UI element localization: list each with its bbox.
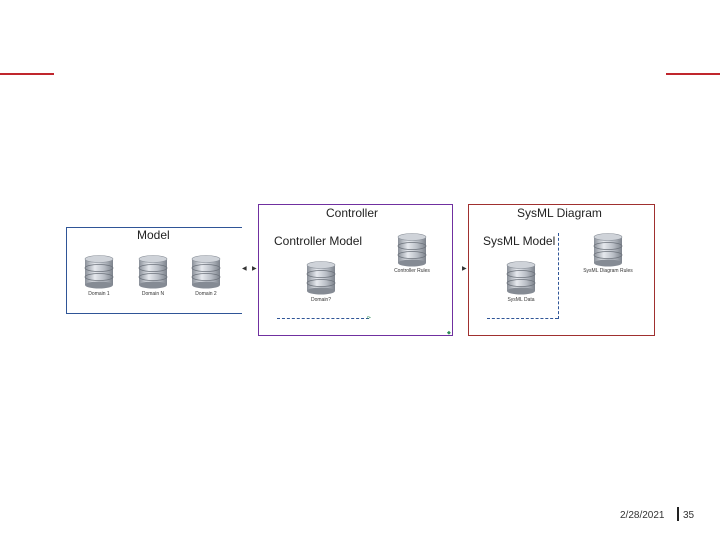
- sysml-diagram-panel: SysML Diagram SysML Model SysML Data Sys…: [468, 204, 655, 336]
- sysml-data-label: SysML Data: [507, 297, 535, 303]
- domain-unknown-database-icon: [306, 261, 336, 295]
- arrow-right-icon-2: ▶: [462, 266, 467, 272]
- sysml-data-database-icon: [506, 261, 536, 295]
- sysml-diagram-rules-database-icon: [593, 233, 623, 267]
- domain-2-database-icon: [191, 255, 221, 289]
- domain-1-database-icon: [84, 255, 114, 289]
- controller-rules-database-icon: [397, 233, 427, 267]
- header-accent-line-right: [666, 73, 720, 75]
- header-accent-line-left: [0, 73, 54, 75]
- controller-title: Controller: [326, 206, 379, 220]
- sysml-diagram-rules-label: SysML Diagram Rules: [583, 268, 633, 274]
- sysml-dashed-horizontal: [487, 318, 558, 319]
- controller-model-subtitle: Controller Model: [274, 234, 363, 248]
- model-panel: Model Domain 1 Domain N Domain 2: [66, 227, 242, 314]
- domain-2-label: Domain 2: [195, 291, 217, 297]
- footer-date: 2/28/2021: [620, 510, 665, 521]
- connector-mark-icon: ⊳: [367, 315, 372, 321]
- domain-1-label: Domain 1: [88, 291, 110, 297]
- page-number: 35: [683, 510, 695, 521]
- footer-separator: [677, 507, 679, 521]
- arrow-left-icon: ◀: [242, 266, 247, 272]
- sysml-diagram-title: SysML Diagram: [517, 206, 602, 220]
- domain-n-database-icon: [138, 255, 168, 289]
- domain-unknown-label: Domain?: [310, 297, 331, 303]
- arrow-right-icon: ▶: [252, 266, 257, 272]
- sysml-dashed-vertical: [558, 233, 559, 319]
- corner-marker-icon: ◆: [447, 330, 451, 336]
- controller-rules-label: Controller Rules: [394, 268, 430, 274]
- controller-panel: Controller Controller Model Domain? Cont…: [258, 204, 453, 336]
- sysml-model-subtitle: SysML Model: [483, 234, 556, 248]
- controller-dashed-divider: [277, 318, 369, 319]
- domain-n-label: Domain N: [141, 291, 165, 297]
- model-title: Model: [137, 228, 170, 242]
